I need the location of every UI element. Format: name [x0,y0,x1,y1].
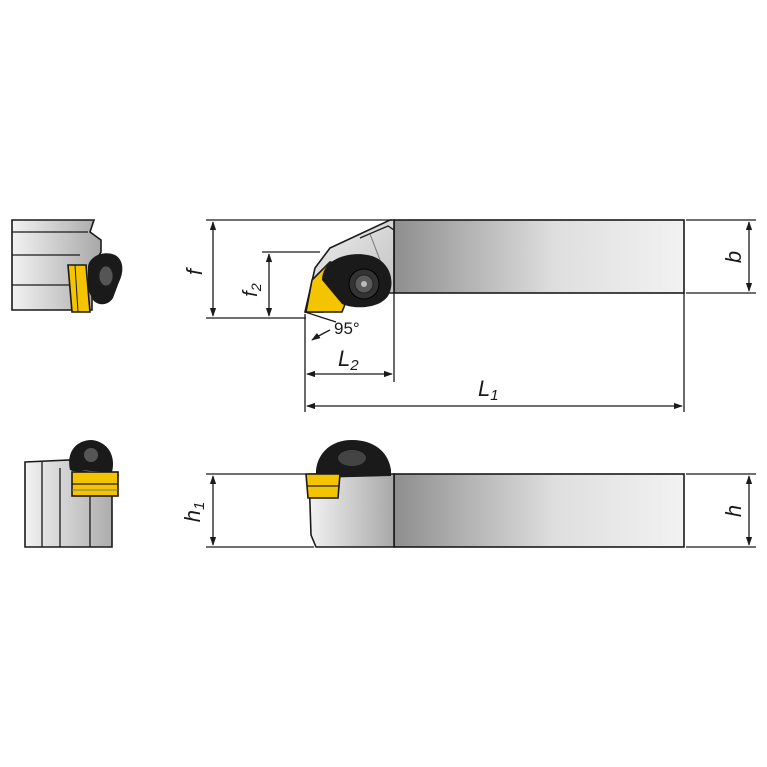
label-L2-sub: 2 [349,357,359,374]
label-L1-main: L [478,376,490,401]
label-h1-main: h [180,510,205,522]
label-f2: f2 [240,283,264,297]
plan-view [206,219,756,412]
label-h1-sub: 1 [191,502,208,510]
label-L1-sub: 1 [490,387,498,404]
label-f: f [182,266,207,275]
side-view [206,440,756,548]
label-f2-sub: 2 [248,283,264,292]
label-L1: L1 [478,376,499,404]
label-b: b [721,251,746,263]
clamp-screw-icon [348,268,380,300]
end-view-bottom [24,440,120,548]
label-L2: L2 [338,346,359,374]
label-angle: 95° [334,319,360,338]
end-view-top [11,219,123,313]
label-f2-main: f [240,289,262,297]
label-h: h [721,505,746,517]
label-h1: h1 [180,502,208,523]
label-L2-main: L [338,346,350,371]
